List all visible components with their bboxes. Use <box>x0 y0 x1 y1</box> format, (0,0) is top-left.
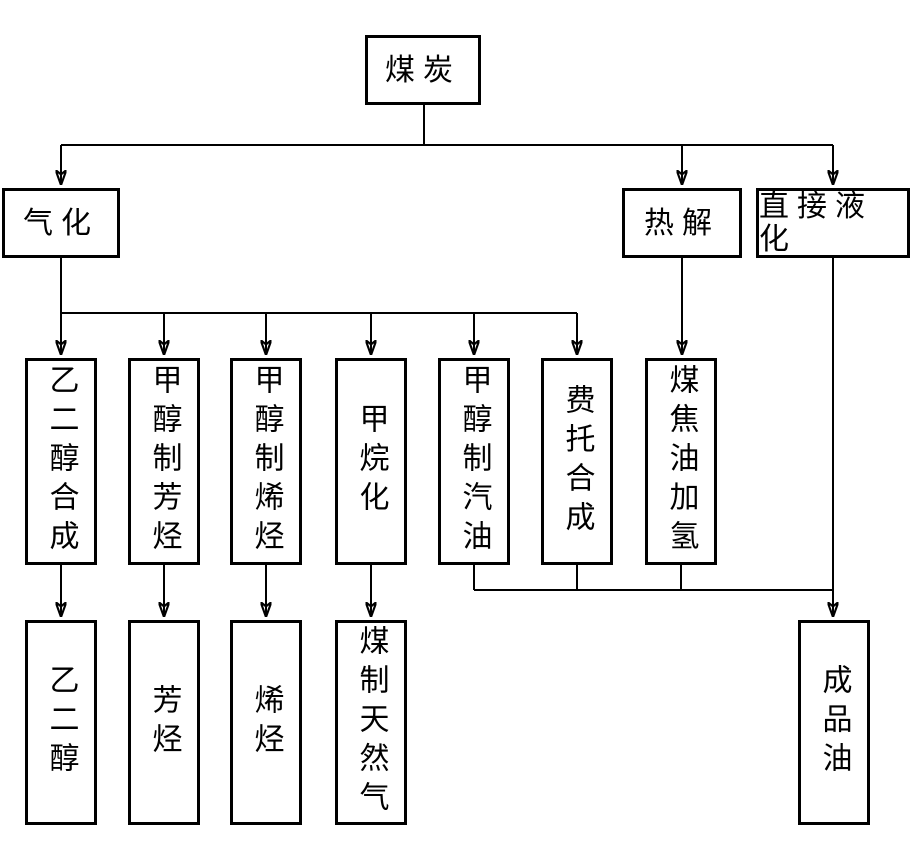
node-pyrolysis: 热解 <box>622 188 742 258</box>
node-ethylene-glycol: 乙二醇 <box>25 620 97 825</box>
node-coal-tar-hydrogenation: 煤焦油加氢 <box>645 358 717 565</box>
node-ethylene-glycol-synthesis: 乙二醇合成 <box>25 358 97 565</box>
node-fischer-tropsch-synthesis: 费托合成 <box>541 358 613 565</box>
node-methanation: 甲烷化 <box>335 358 407 565</box>
node-methanol-to-aromatics: 甲醇制芳烃 <box>128 358 200 565</box>
node-coal: 煤炭 <box>365 35 481 105</box>
node-gasification: 气化 <box>2 188 120 258</box>
node-methanol-to-olefins: 甲醇制烯烃 <box>230 358 302 565</box>
node-methanol-to-gasoline: 甲醇制汽油 <box>438 358 510 565</box>
node-direct-liquefaction: 直接液化 <box>756 188 910 258</box>
node-aromatics: 芳烃 <box>128 620 200 825</box>
node-refined-oil: 成品油 <box>798 620 870 825</box>
node-olefins: 烯烃 <box>230 620 302 825</box>
node-coal-based-natural-gas: 煤制天然气 <box>335 620 407 825</box>
